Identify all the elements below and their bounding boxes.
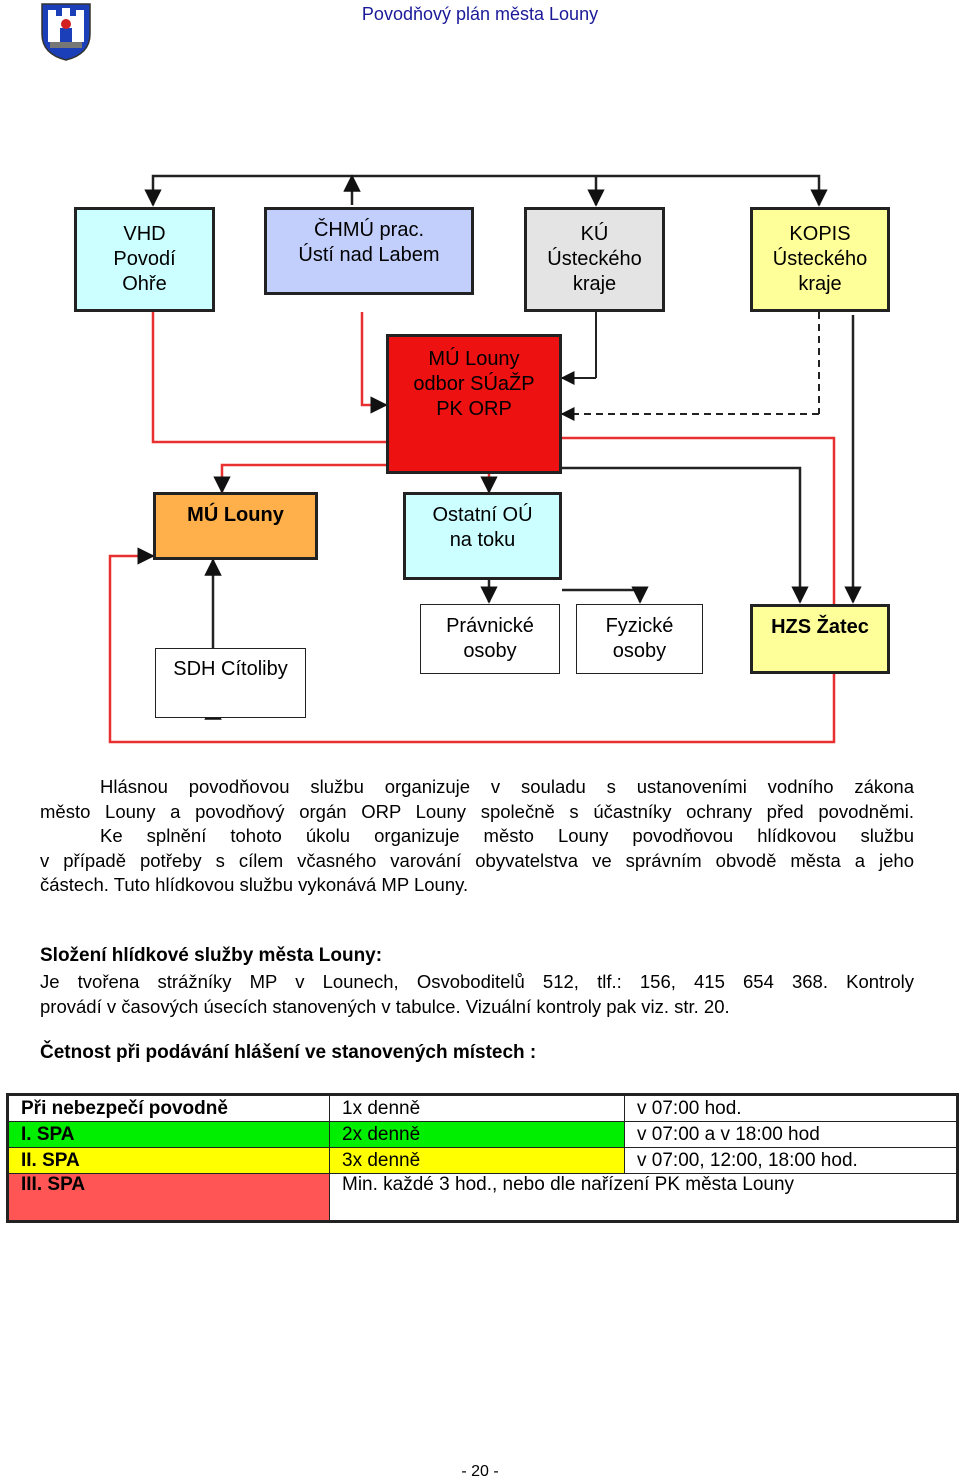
composition-paragraph: Je tvořena strážníky MP v Lounech, Osvob… bbox=[40, 970, 914, 1019]
sdh-box: SDH Cítoliby bbox=[155, 648, 306, 718]
mu-louny-box: MÚ Louny bbox=[153, 492, 318, 560]
table-cell-label: I. SPA bbox=[7, 1121, 330, 1148]
ku-connector bbox=[560, 312, 820, 421]
table-cell-time: v 07:00 hod. bbox=[624, 1094, 958, 1122]
table-row: I. SPA 2x denně v 07:00 a v 18:00 hod bbox=[7, 1121, 958, 1148]
table-cell-frequency: Min. každé 3 hod., nebo dle nařízení PK … bbox=[329, 1173, 958, 1222]
table-cell-frequency: 2x denně bbox=[329, 1121, 625, 1148]
chmu-box: ČHMÚ prac. Ústí nad Labem bbox=[264, 207, 474, 295]
table-row: Při nebezpečí povodně 1x denně v 07:00 h… bbox=[7, 1094, 958, 1122]
table-cell-time: v 07:00, 12:00, 18:00 hod. bbox=[624, 1147, 958, 1174]
section-heading-composition: Složení hlídkové služby města Louny: bbox=[40, 945, 383, 966]
intro-paragraph: Hlásnou povodňovou službu organizuje v s… bbox=[40, 775, 914, 898]
intro-line: v případě potřeby s cílem včasného varov… bbox=[40, 849, 914, 871]
pravnicke-osoby-box: Právnické osoby bbox=[420, 604, 560, 674]
intro-line: Ke splnění tohoto úkolu organizuje město… bbox=[100, 825, 914, 846]
intro-line: Hlásnou povodňovou službu organizuje v s… bbox=[100, 776, 914, 797]
table-row: II. SPA 3x denně v 07:00, 12:00, 18:00 h… bbox=[7, 1147, 958, 1174]
mu-odbor-box: MÚ Louny odbor SÚaŽP PK ORP bbox=[386, 334, 562, 474]
intro-line: částech. Tuto hlídkovou službu vykonává … bbox=[40, 874, 469, 895]
city-crest-logo bbox=[41, 3, 91, 61]
flood-warning-diagram: VHD Povodí Ohře ČHMÚ prac. Ústí nad Labe… bbox=[74, 174, 890, 744]
table-cell-frequency: 1x denně bbox=[329, 1094, 625, 1122]
table-row: III. SPA Min. každé 3 hod., nebo dle nař… bbox=[7, 1173, 958, 1222]
fyzicke-osoby-box: Fyzické osoby bbox=[576, 604, 703, 674]
hzs-box: HZS Žatec bbox=[750, 604, 890, 674]
ostatni-ou-box: Ostatní OÚ na toku bbox=[403, 492, 562, 580]
table-cell-label: Při nebezpečí povodně bbox=[7, 1094, 330, 1122]
table-cell-label: II. SPA bbox=[7, 1147, 330, 1174]
diagram-connectors bbox=[108, 174, 862, 744]
composition-line: provádí v časových úsecích stanovených v… bbox=[40, 995, 730, 1017]
composition-line: Je tvořena strážníky MP v Lounech, Osvob… bbox=[40, 971, 914, 992]
top-connector bbox=[144, 174, 828, 207]
vhd-box: VHD Povodí Ohře bbox=[74, 207, 215, 312]
section-heading-frequency: Četnost při podávání hlášení ve stanoven… bbox=[40, 1042, 537, 1063]
page-number: - 20 - bbox=[461, 1463, 499, 1480]
table-cell-time: v 07:00 a v 18:00 hod bbox=[624, 1121, 958, 1148]
table-cell-frequency: 3x denně bbox=[329, 1147, 625, 1174]
red-connectors bbox=[108, 312, 836, 744]
ku-box: KÚ Ústeckého kraje bbox=[524, 207, 665, 312]
table-cell-label: III. SPA bbox=[7, 1173, 330, 1222]
intro-line: město Louny a povodňový orgán ORP Louny … bbox=[40, 800, 914, 822]
document-header-title: Povodňový plán města Louny bbox=[361, 4, 599, 24]
reporting-frequency-table: Při nebezpečí povodně 1x denně v 07:00 h… bbox=[6, 1093, 959, 1223]
kopis-box: KOPIS Ústeckého kraje bbox=[750, 207, 890, 312]
